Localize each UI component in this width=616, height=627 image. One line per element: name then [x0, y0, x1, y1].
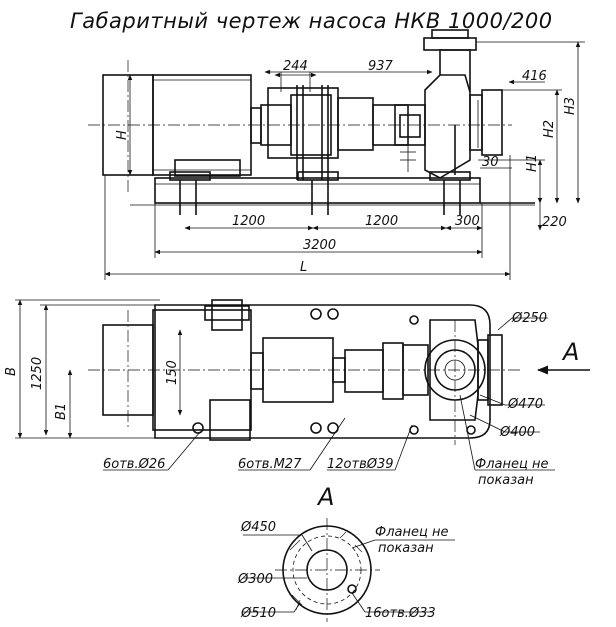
plan-bolt-holes [192, 308, 476, 435]
dim-d470: Ø470 [507, 397, 543, 412]
view-a-flange-line1: Фланец не [375, 525, 448, 540]
dim-1200-right: 1200 [365, 214, 398, 229]
dim-d450: Ø450 [240, 520, 276, 535]
view-a-arrow-label: A [561, 338, 579, 366]
dim-300: 300 [455, 214, 480, 229]
motor-side [102, 60, 262, 195]
plan-base-outline [154, 304, 491, 439]
side-dimensions [104, 41, 585, 280]
dim-d510: Ø510 [240, 606, 276, 621]
dim-416: 416 [522, 69, 547, 84]
plan-dimensions [15, 299, 555, 471]
dim-220: 220 [542, 215, 567, 230]
dim-1200-left: 1200 [232, 214, 265, 229]
note-holes-26: 6отв.Ø26 [103, 457, 165, 472]
side-view: 244 937 416 H H2 H3 H1 30 220 1200 1200 … [88, 29, 585, 280]
dim-1250: 1250 [30, 357, 45, 390]
dim-3200: 3200 [303, 238, 336, 253]
view-a-arrow: A [536, 338, 590, 375]
flange-hatch [289, 531, 363, 611]
dim-h2: H2 [542, 120, 557, 138]
dim-h1: H1 [525, 154, 540, 172]
dim-h3: H3 [563, 97, 578, 115]
note-holes-39: 12отвØ39 [327, 457, 394, 472]
note-holes-33: 16отв.Ø33 [365, 606, 436, 621]
note-holes-m27: 6отв.M27 [238, 457, 302, 472]
coupling-plan [250, 337, 404, 403]
note-flange-line1: Фланец не [475, 457, 548, 472]
dim-b: B [4, 367, 19, 376]
dim-244: 244 [283, 59, 308, 74]
pump-plan [402, 319, 503, 445]
pump-side [394, 29, 503, 179]
dim-h: H [115, 130, 130, 140]
base-frame-side [130, 171, 535, 215]
dim-937: 937 [368, 59, 394, 74]
dim-d250: Ø250 [511, 311, 547, 326]
coupling-side [260, 85, 409, 180]
dim-d400: Ø400 [499, 425, 535, 440]
dim-b1: B1 [54, 403, 69, 420]
view-a-title: A [316, 483, 334, 511]
dim-150: 150 [165, 360, 180, 385]
flange-bolt-hole [347, 584, 357, 594]
dim-d300: Ø300 [237, 572, 273, 587]
dim-30: 30 [482, 155, 499, 170]
plan-view: A B 1250 B1 150 Ø250 Ø470 Ø400 6отв.Ø26 … [4, 299, 590, 488]
note-flange-line2: показан [478, 473, 534, 488]
drawing-title: Габаритный чертеж насоса НКВ 1000/200 [70, 9, 553, 33]
view-a-flange-line2: показан [378, 541, 434, 556]
view-a: A Ø450 Ø300 Ø510 16отв.Ø33 Фланец не пок… [237, 483, 455, 622]
dim-l: L [300, 260, 307, 275]
